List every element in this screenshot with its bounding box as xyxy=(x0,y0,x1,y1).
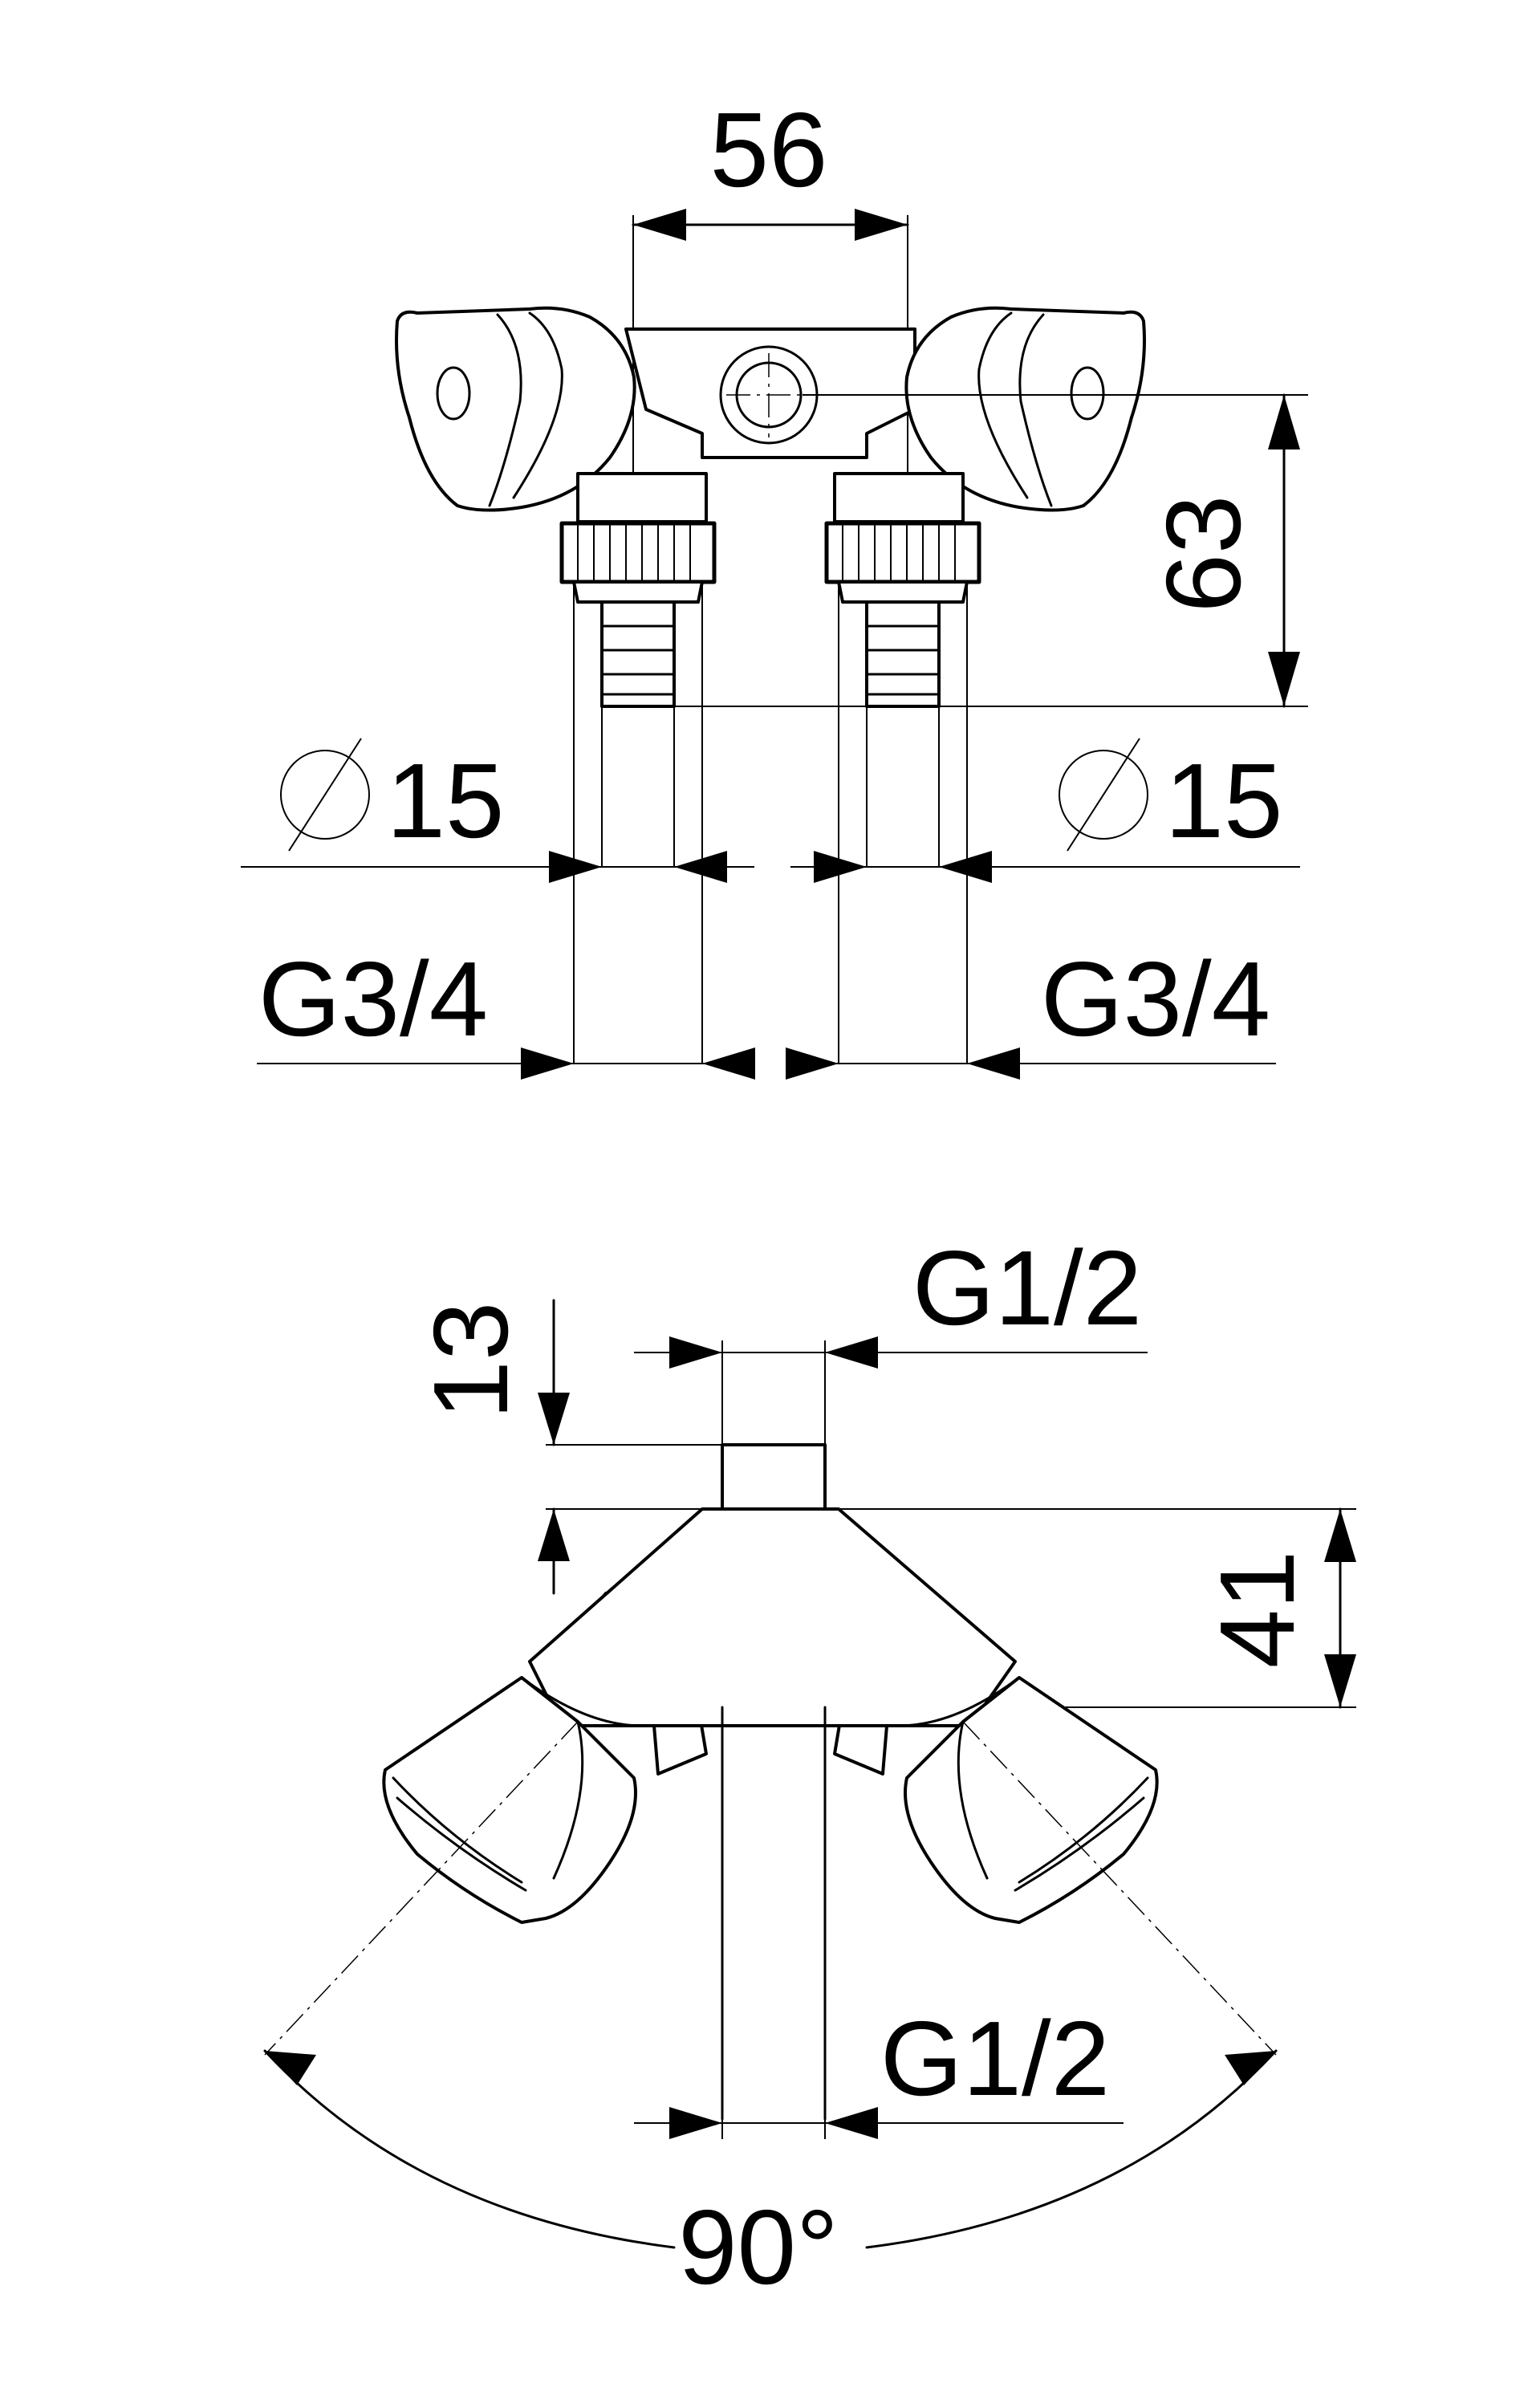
angle-dimension: 90° xyxy=(263,2049,1278,2306)
width-dimension: 56 xyxy=(632,91,909,514)
diameter-icon-left xyxy=(280,738,370,852)
angle-label: 90° xyxy=(678,2188,839,2306)
bottom-thread-dimension: G1/2 xyxy=(634,1999,1124,2139)
height-dimension: 63 xyxy=(666,393,1308,708)
thread-dimension: G3/4 G3/4 xyxy=(257,940,1276,1080)
thread-right-label: G3/4 xyxy=(1041,940,1270,1058)
stub-height-dimension: 13 xyxy=(412,1299,1356,1595)
top-thread-dimension: G1/2 xyxy=(634,1229,1148,1445)
right-head xyxy=(897,1676,1277,2056)
body-height-dimension: 41 xyxy=(979,1507,1356,1709)
height-dimension-label: 63 xyxy=(1144,495,1262,613)
thread-left-label: G3/4 xyxy=(258,940,488,1058)
bottom-pipe xyxy=(721,1706,827,2139)
front-view: 56 xyxy=(241,91,1308,1080)
right-outlet xyxy=(824,472,981,708)
width-dimension-label: 56 xyxy=(710,91,828,209)
diameter-dimension: 15 15 xyxy=(241,738,1300,883)
top-thread-label: G1/2 xyxy=(912,1229,1142,1347)
diameter-right-label: 15 xyxy=(1165,742,1283,860)
top-stub xyxy=(721,1443,827,1511)
diameter-icon-right xyxy=(1059,738,1148,852)
left-head xyxy=(264,1676,644,2056)
angle-body xyxy=(528,1507,1017,1727)
valve-body xyxy=(624,327,916,459)
diameter-left-label: 15 xyxy=(387,742,505,860)
left-outlet xyxy=(559,472,717,708)
left-handle xyxy=(395,306,636,512)
top-view: G1/2 13 41 xyxy=(263,1229,1356,2306)
bottom-thread-label: G1/2 xyxy=(880,1999,1110,2117)
body-height-label: 41 xyxy=(1198,1551,1316,1669)
stub-height-label: 13 xyxy=(412,1302,530,1420)
